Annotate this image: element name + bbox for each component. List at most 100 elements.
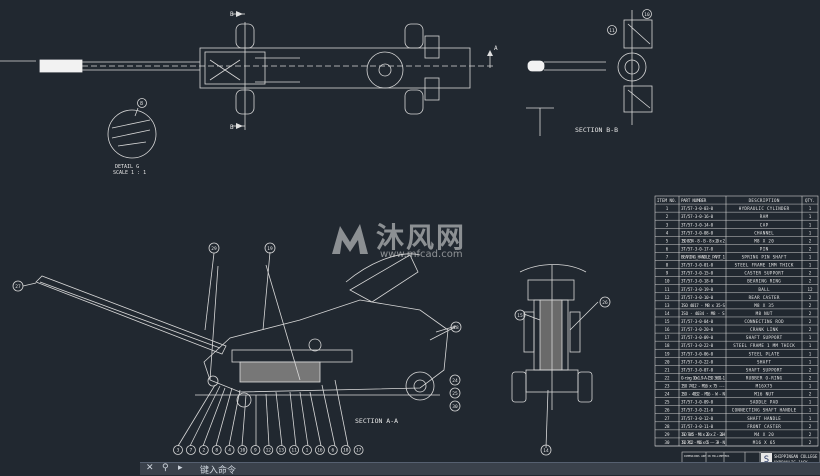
bom-cell: 8 [666, 263, 669, 268]
title-block-note: DIMENSIONS ARE IN MILLIMETERS [684, 454, 730, 458]
bom-cell: 1 [809, 416, 812, 421]
svg-text:10: 10 [240, 448, 246, 454]
bom-cell: 30 [664, 440, 670, 445]
bom-cell: 1 [809, 335, 812, 340]
bom-cell: REAR CASTER [749, 295, 780, 300]
bom-cell: O-ring 10x1.9-A-ISO 3601-1 [681, 375, 725, 380]
balloon-18: 18 [340, 445, 351, 455]
section-b-label-top: B [230, 11, 234, 18]
bom-cell: 21 [664, 367, 670, 372]
svg-text:7: 7 [190, 448, 193, 454]
bom-cell: 14 [664, 311, 670, 316]
bom-header-cell: PART NUMBER [681, 198, 707, 203]
bom-cell: 2 [809, 327, 812, 332]
command-input[interactable]: 键入命令 [200, 466, 237, 476]
search-icon[interactable]: ⚲ [162, 463, 169, 473]
bom-cell: 3T/57-3-0-09-0 [681, 400, 714, 405]
bom-cell: M16 X 65 [753, 440, 776, 445]
bom-cell: ISO 8734 - 8 - B - 8 x 20 x 2 [681, 238, 725, 243]
bom-cell: 1 [809, 408, 812, 413]
title-block-logo: S [764, 455, 769, 465]
section-arrows [236, 11, 493, 129]
bom-cell: PIN [760, 246, 769, 251]
bom-cell: HYDRAULIC CYLINDER [739, 206, 790, 211]
watermark: 沐风网 www.mfcad.com [328, 216, 498, 262]
bom-cell: 2 [809, 424, 812, 429]
bom-cell: CRANK LINK [750, 327, 778, 332]
bom-cell: 3T/57-3-0-11-0 [681, 424, 714, 429]
watermark-title: 沐风网 [376, 221, 467, 254]
bom-cell: 18 [664, 343, 670, 348]
svg-text:2: 2 [202, 448, 205, 454]
bom-cell: 2 [809, 303, 812, 308]
balloon-25: 25 [449, 387, 461, 399]
bom-cell: 6 [666, 246, 669, 251]
bom-cell: 1 [809, 206, 812, 211]
balloon-4: 4 [224, 445, 235, 455]
section-bb-title: SECTION B-B [575, 126, 618, 134]
svg-text:12: 12 [266, 448, 272, 454]
detail-g [107, 98, 157, 159]
bom-cell: 3T/57-3-0-19-0 [681, 287, 714, 292]
bom-cell: 29 [664, 432, 670, 437]
svg-text:13: 13 [278, 448, 284, 454]
bom-cell: 1 [809, 343, 812, 348]
watermark-url: www.mfcad.com [380, 249, 463, 260]
command-prompt-icon: ▸ [178, 463, 183, 473]
watermark-logo-icon [332, 224, 368, 254]
bom-cell: 16 [664, 327, 670, 332]
bom-cell: 28 [664, 424, 670, 429]
balloon-15: 15 [514, 309, 526, 321]
bom-cell: 3T/57-3-0-17-0 [681, 246, 714, 251]
bom-cell: 12 [807, 287, 813, 292]
svg-text:6: 6 [331, 448, 334, 454]
svg-text:25: 25 [452, 391, 458, 397]
bom-cell: BEARING RING [747, 279, 781, 284]
svg-text:24: 24 [452, 378, 458, 384]
detail-scale: SCALE 1 : 1 [113, 170, 146, 176]
close-icon[interactable]: ✕ [146, 463, 154, 473]
section-b-label-bottom: B [230, 124, 234, 131]
svg-text:17: 17 [356, 448, 362, 454]
bom-cell: 27 [664, 416, 670, 421]
svg-text:11: 11 [609, 28, 615, 34]
balloon-27: 27 [12, 280, 24, 292]
svg-text:29: 29 [211, 246, 217, 252]
bom-cell: 1 [666, 206, 669, 211]
bom-cell: CONNECTING ROD [744, 319, 784, 324]
svg-text:28: 28 [453, 325, 459, 331]
detail-title: DETAIL G [115, 164, 139, 170]
bom-cell: 3T/57-3-0-15-0 [681, 271, 714, 276]
bom-cell: 2 [666, 214, 669, 219]
bom-cell: ISO 7412 - M16 x 75 --- [681, 384, 725, 389]
bom-cell: 3T/57-3-0-01-0 [681, 263, 714, 268]
bom-cell: 3T/57-3-0-12-0 [681, 416, 714, 421]
bom-cell: M16X75 [756, 384, 773, 389]
svg-text:9: 9 [254, 448, 257, 454]
balloon-1: 1 [302, 445, 312, 455]
bom-cell: 3T/57-3-0-03-0 [681, 206, 714, 211]
bom-cell: 15 [664, 319, 670, 324]
svg-text:1: 1 [306, 448, 309, 454]
bom-cell: 3T/57-3-0-10-0 [681, 295, 714, 300]
bom-cell: ISO 7412 - M16 x 65 --- 39 - N [681, 440, 725, 445]
bom-cell: 1 [809, 214, 812, 219]
command-line-bar[interactable]: ✕ ⚲ ▸ 键入命令 [140, 462, 820, 476]
balloon-17: 17 [353, 445, 364, 455]
front-view [511, 264, 593, 410]
title-block-logo-box [761, 453, 772, 465]
balloon-13: 13 [276, 445, 287, 455]
balloon-12: 12 [263, 445, 274, 455]
bom-cell: 1 [809, 230, 812, 235]
bom-cell: M16 NUT [754, 392, 774, 397]
bom-cell: 1 [809, 255, 812, 260]
bom-cell: 2 [809, 440, 812, 445]
bom-cell: 1 [809, 384, 812, 389]
svg-text:4: 4 [228, 448, 231, 454]
bom-cell: RAM [760, 214, 769, 219]
balloon-10: 10 [644, 12, 650, 18]
bom-cell: M4 X 20 [754, 432, 774, 437]
bom-cell: 1 [809, 351, 812, 356]
